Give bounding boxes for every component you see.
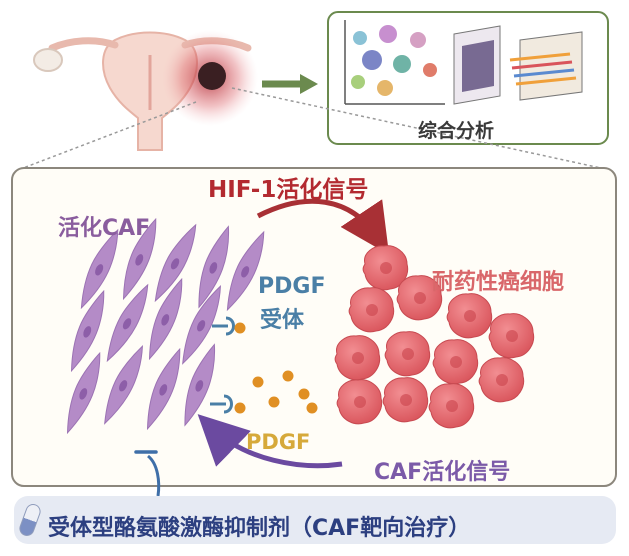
hif-signal-arrow [256,198,390,255]
pdgf-molecule [298,388,310,400]
pdgf-molecule [268,396,280,408]
pdgf-receptor [210,394,233,414]
pdgf-molecule [282,370,294,382]
umap-plot-icon [344,20,445,105]
cancer-cell [488,313,535,359]
cancer-cell [432,339,479,385]
resistant-cells-label: 耐药性癌细胞 [432,270,565,295]
cancer-cell [478,357,525,403]
spatial-map-icon [509,31,583,101]
zoom-line-right [231,87,611,171]
cancer-cell [336,379,383,425]
caf-signal-arrow [197,414,343,469]
analysis-label: 综合分析 [418,120,495,142]
inhibitor-connector [134,450,161,497]
pdgf-molecule [252,376,264,388]
hif-signal-label: HIF-1活化信号 [208,177,369,203]
flow-arrow-to-analysis [262,74,318,94]
cancer-cell [382,377,429,423]
capsule-icon [19,504,41,536]
cancer-cell [446,293,493,339]
activated-caf-label: 活化CAF [58,216,151,241]
cancer-cell [428,383,475,429]
pdgf-receptor [212,316,235,336]
cancer-cell [334,335,381,381]
drug-label: 受体型酪氨酸激酶抑制剂（CAF靶向治疗） [48,516,471,541]
cancer-cell [348,287,395,333]
drug-banner [14,496,616,544]
pdgf-receptor-label-line2: 受体 [260,308,305,333]
cancer-cell [384,331,431,377]
pdgf-molecule [234,322,246,334]
caf-signal-label: CAF活化信号 [374,460,511,485]
pdgf-label: PDGF [246,430,311,454]
pdgf-molecule-group [234,322,318,414]
pdgf-receptor-label: PDGF [258,274,326,299]
zoom-line-left [17,101,197,171]
pdgf-molecule [234,402,246,414]
pdgf-molecule [306,402,318,414]
tumor-icon [162,30,258,126]
tissue-slide-icon [453,25,501,105]
